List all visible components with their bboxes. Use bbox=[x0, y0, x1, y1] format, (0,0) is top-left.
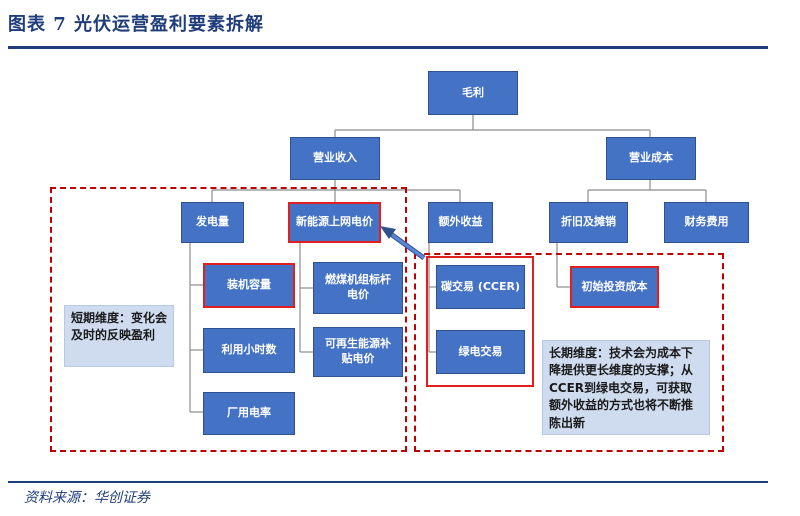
title-underline bbox=[8, 46, 768, 49]
node-revenue: 营业收入 bbox=[290, 137, 380, 180]
node-utilization-hours: 利用小时数 bbox=[203, 328, 295, 373]
short-term-note: 短期维度：变化会及时的反映盈利 bbox=[64, 305, 174, 367]
long-term-region bbox=[414, 253, 724, 452]
node-depreciation: 折旧及摊销 bbox=[549, 202, 628, 243]
source-text: 资料来源：华创证券 bbox=[24, 490, 150, 506]
extra-income-highlight-frame bbox=[426, 256, 534, 387]
figure-title: 图表 7 光伏运营盈利要素拆解 bbox=[8, 14, 265, 35]
node-ccer: 碳交易 (CCER) bbox=[436, 265, 525, 309]
short-term-region bbox=[50, 187, 407, 452]
node-extra-income: 额外收益 bbox=[428, 202, 493, 243]
node-finance-cost: 财务费用 bbox=[664, 202, 749, 243]
node-power-generation: 发电量 bbox=[181, 202, 244, 243]
long-term-note: 长期维度：技术会为成本下降提供更长维度的支撑；从CCER到绿电交易，可获取额外收… bbox=[542, 340, 710, 435]
footer-line bbox=[8, 481, 768, 483]
node-renewable-subsidy: 可再生能源补贴电价 bbox=[313, 327, 403, 377]
node-green-trade: 绿电交易 bbox=[436, 330, 525, 374]
node-cost: 营业成本 bbox=[606, 137, 696, 180]
node-grid-price: 新能源上网电价 bbox=[288, 202, 381, 243]
node-plant-self-use: 厂用电率 bbox=[203, 392, 295, 435]
node-initial-investment: 初始投资成本 bbox=[570, 266, 659, 308]
node-installed-capacity: 装机容量 bbox=[203, 263, 295, 308]
node-coal-benchmark: 燃煤机组标杆电价 bbox=[313, 262, 403, 314]
node-gross-profit: 毛利 bbox=[428, 71, 518, 115]
